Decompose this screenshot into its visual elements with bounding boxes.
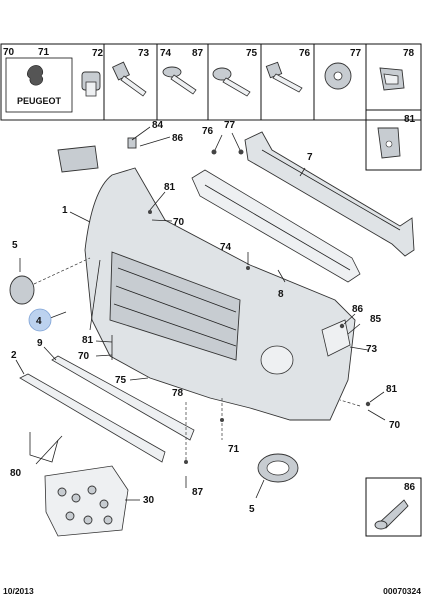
callout-30: 30 — [143, 495, 155, 506]
callout-81-upper: 81 — [164, 182, 176, 193]
callout-70-upper: 70 — [173, 217, 185, 228]
callout-81-right: 81 — [386, 384, 398, 395]
fog-bezel-5-bottom — [257, 453, 299, 483]
clip-78-icon — [379, 67, 405, 91]
clip-81-icon — [377, 127, 401, 159]
lower-strip-9 — [51, 355, 195, 441]
rivet-86-icon — [374, 499, 409, 530]
header-ref-78: 78 — [403, 48, 415, 59]
header-ref-87: 87 — [192, 48, 204, 59]
washer-77-icon — [324, 62, 352, 90]
brand-name: PEUGEOT — [17, 96, 62, 106]
side-box-86: 86 — [365, 477, 422, 537]
callout-5-bottom: 5 — [249, 504, 255, 515]
callout-4-highlight — [28, 308, 52, 332]
callout-85: 85 — [370, 314, 382, 325]
header-ref-75: 75 — [246, 48, 258, 59]
brand-logo: PEUGEOT — [5, 57, 73, 113]
callout-76: 76 — [202, 126, 214, 137]
header-ref-77: 77 — [350, 48, 362, 59]
side-box-81: 81 — [365, 109, 422, 171]
header-ref-73: 73 — [138, 48, 150, 59]
callout-70-right: 70 — [389, 420, 401, 431]
header-ref-70: 70 — [3, 47, 15, 58]
callout-75: 75 — [115, 375, 127, 386]
fog-lamp-5-left — [9, 275, 35, 305]
callout-4: 4 — [36, 316, 42, 327]
side-bracket-73 — [321, 319, 351, 357]
footer-code: 00070324 — [383, 586, 421, 596]
callout-73: 73 — [366, 344, 378, 355]
lower-strip-2 — [19, 373, 166, 463]
callout-8: 8 — [278, 289, 284, 300]
callout-78: 78 — [172, 388, 184, 399]
bracket-84 — [57, 145, 99, 173]
callout-77: 77 — [224, 120, 236, 131]
side-ref-81: 81 — [404, 114, 416, 125]
clip-nut-72-icon — [81, 71, 101, 97]
callout-80: 80 — [10, 468, 22, 479]
callout-1: 1 — [62, 205, 68, 216]
callout-71: 71 — [228, 444, 240, 455]
callout-81-left: 81 — [82, 335, 94, 346]
absorber-8 — [191, 169, 361, 283]
fastener-kit-30 — [44, 465, 129, 537]
callout-86-upper: 86 — [172, 133, 184, 144]
screw-75-icon — [212, 67, 251, 97]
bracket-80 — [29, 432, 59, 463]
bumper-1 — [84, 167, 356, 421]
header-strip: PEUGEOT 70 71 72 73 74 87 75 76 — [0, 43, 422, 121]
callout-74: 74 — [220, 242, 232, 253]
clip-86-top — [127, 137, 137, 149]
callout-5-left: 5 — [12, 240, 18, 251]
lion-icon — [27, 65, 44, 86]
callout-9: 9 — [37, 338, 43, 349]
header-ref-74: 74 — [160, 48, 172, 59]
callout-7: 7 — [307, 152, 313, 163]
header-ref-76: 76 — [299, 48, 311, 59]
header-ref-72: 72 — [92, 48, 104, 59]
callout-70-left: 70 — [78, 351, 90, 362]
callout-labels: 1 2 4 5 5 7 8 9 30 70 70 70 71 73 74 75 … — [10, 120, 401, 515]
fastener-dots — [148, 149, 371, 464]
header-ref-71: 71 — [38, 47, 50, 58]
side-ref-86: 86 — [404, 482, 416, 493]
callout-86-right: 86 — [352, 304, 364, 315]
callout-87: 87 — [192, 487, 204, 498]
bolt-73-icon — [112, 61, 147, 97]
callout-84: 84 — [152, 120, 164, 131]
callout-2: 2 — [11, 350, 17, 361]
upper-beam-7 — [244, 131, 415, 257]
bolt-74-icon — [162, 66, 197, 95]
screw-76-icon — [265, 61, 303, 93]
footer-date: 10/2013 — [3, 586, 34, 596]
